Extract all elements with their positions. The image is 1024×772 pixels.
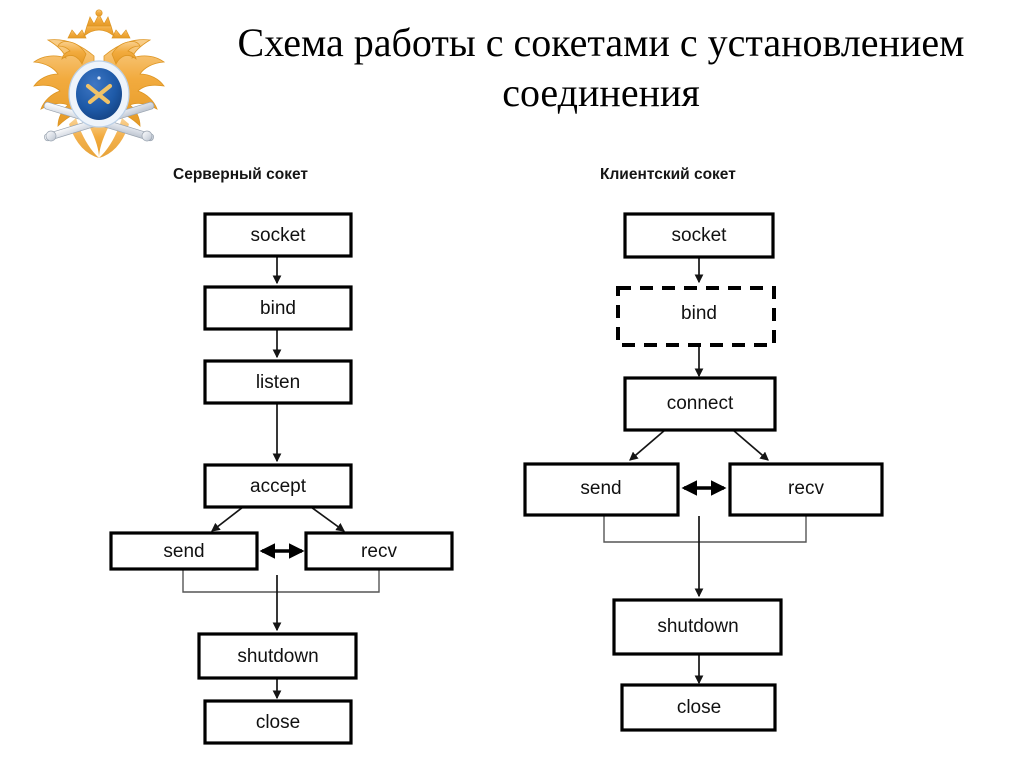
column-caption-server: Серверный сокет bbox=[173, 166, 308, 183]
edge-srv-accept-recv bbox=[310, 506, 346, 532]
eagle-crown bbox=[83, 9, 115, 38]
node-label: recv bbox=[361, 541, 397, 562]
node-label: close bbox=[677, 697, 721, 718]
node-label: socket bbox=[672, 225, 728, 246]
node-cli-socket[interactable]: socket bbox=[623, 212, 775, 259]
node-cli-close[interactable]: close bbox=[620, 683, 777, 732]
medallion-icon bbox=[68, 60, 130, 128]
node-srv-accept[interactable]: accept bbox=[203, 463, 353, 509]
eagle-heads bbox=[57, 29, 141, 65]
edge-cli-connect-recv bbox=[732, 429, 769, 461]
node-cli-recv[interactable]: recv bbox=[728, 462, 884, 517]
double-headed-eagle-icon bbox=[24, 8, 174, 168]
node-label: send bbox=[163, 541, 204, 562]
client-column: socket bind connect send recv shutdown bbox=[523, 212, 884, 732]
node-cli-bind[interactable]: bind bbox=[616, 286, 776, 347]
socket-flow-diagram: socket bind listen accept send recv bbox=[0, 190, 1024, 767]
node-srv-bind[interactable]: bind bbox=[203, 285, 353, 331]
client-edges bbox=[603, 257, 807, 685]
node-label: send bbox=[580, 478, 621, 499]
server-edges bbox=[182, 255, 380, 700]
node-cli-shutdown[interactable]: shutdown bbox=[612, 598, 783, 656]
node-srv-recv[interactable]: recv bbox=[304, 531, 454, 571]
node-label: listen bbox=[256, 372, 300, 393]
node-srv-socket[interactable]: socket bbox=[203, 212, 353, 258]
edge-cli-connect-send bbox=[629, 429, 666, 461]
node-srv-send[interactable]: send bbox=[109, 531, 259, 571]
node-label: close bbox=[256, 712, 300, 733]
page-title: Схема работы с сокетами с установлением … bbox=[237, 20, 965, 115]
node-label: connect bbox=[667, 393, 734, 414]
node-srv-shutdown[interactable]: shutdown bbox=[197, 632, 358, 680]
node-cli-send[interactable]: send bbox=[523, 462, 680, 517]
server-column: socket bind listen accept send recv bbox=[109, 212, 454, 745]
node-label: shutdown bbox=[657, 616, 738, 637]
node-cli-connect[interactable]: connect bbox=[623, 376, 777, 432]
edge-srv-merge-bracket bbox=[182, 569, 380, 593]
node-srv-close[interactable]: close bbox=[203, 699, 353, 745]
node-srv-listen[interactable]: listen bbox=[203, 359, 353, 405]
column-caption-client: Клиентский сокет bbox=[600, 166, 736, 183]
node-label: recv bbox=[788, 478, 824, 499]
node-label: shutdown bbox=[237, 646, 318, 667]
node-label: bind bbox=[681, 303, 717, 324]
node-label: accept bbox=[250, 476, 307, 497]
page-header: Схема работы с сокетами с установлением … bbox=[0, 0, 1024, 158]
edge-srv-accept-send bbox=[211, 506, 244, 532]
node-label: bind bbox=[260, 298, 296, 319]
edge-cli-merge-bracket bbox=[603, 515, 807, 543]
node-label: socket bbox=[251, 225, 307, 246]
